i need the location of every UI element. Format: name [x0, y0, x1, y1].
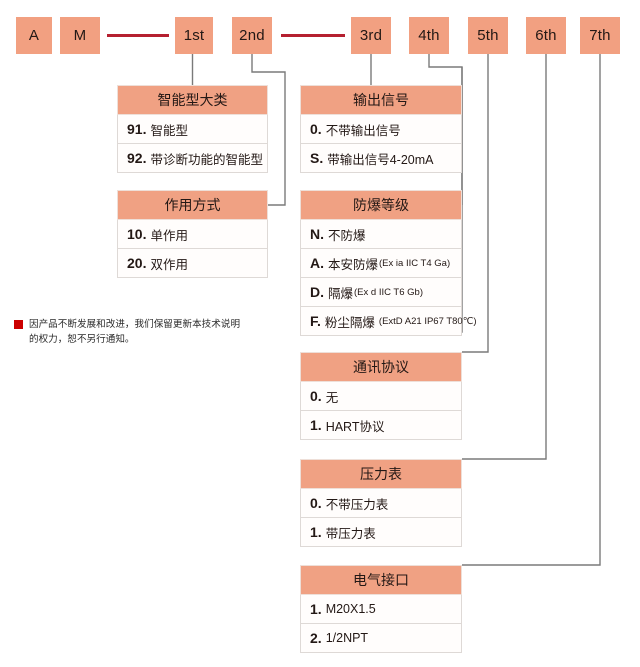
row-value: 无: [325, 390, 339, 405]
table-header-intelligent-category: 智能型大类: [117, 85, 268, 115]
row-key: 2.: [310, 630, 322, 646]
separator-dash-2: [281, 34, 345, 37]
row-key: 10.: [127, 226, 147, 242]
table-row[interactable]: S.带输出信号4-20mA: [300, 144, 462, 173]
table-row[interactable]: A. 本安防爆(Ex ia IIC T4 Ga): [300, 249, 462, 278]
code-box-1st[interactable]: 1st: [175, 17, 213, 54]
table-row[interactable]: 0.不带输出信号: [300, 115, 462, 144]
row-key: S.: [310, 150, 324, 166]
wire-2nd: [251, 54, 286, 206]
row-value: 不带输出信号: [325, 123, 401, 138]
row-value: 单作用: [150, 228, 188, 243]
row-value: 隔爆: [328, 286, 354, 301]
table-row[interactable]: 0.无: [300, 382, 462, 411]
row-value: M20X1.5: [325, 602, 376, 616]
row-key: 1.: [310, 417, 322, 433]
code-box-2nd[interactable]: 2nd: [232, 17, 272, 54]
table-header-output-signal: 输出信号: [300, 85, 462, 115]
row-key: D.: [310, 284, 324, 300]
code-box-5th[interactable]: 5th: [468, 17, 508, 54]
code-box-a[interactable]: A: [16, 17, 52, 54]
table-row[interactable]: 10.单作用: [117, 220, 268, 249]
table-row[interactable]: 91.智能型: [117, 115, 268, 144]
bullet-square-icon: [14, 320, 23, 329]
row-key: 1.: [310, 601, 322, 617]
row-key: 92.: [127, 150, 147, 166]
table-header-pressure-gauge: 压力表: [300, 459, 462, 489]
code-box-3rd[interactable]: 3rd: [351, 17, 391, 54]
row-value: 本安防爆: [328, 257, 379, 272]
row-note: (Ex d IIC T6 Gb): [354, 286, 423, 298]
footnote-line-2: 的权力，恕不另行通知。: [29, 333, 135, 345]
row-key: F.: [310, 313, 321, 329]
row-value: 1/2NPT: [325, 631, 369, 645]
row-note: (Ex ia IIC T4 Ga): [379, 257, 451, 269]
row-value: 不带压力表: [325, 497, 389, 512]
footnote-text: 因产品不断发展和改进，我们保留更新本技术说明 的权力，恕不另行通知。: [29, 318, 240, 348]
table-row[interactable]: 2.1/2NPT: [300, 624, 462, 653]
wire-5th: [462, 54, 489, 353]
table-row[interactable]: N. 不防爆: [300, 220, 462, 249]
row-value: 智能型: [150, 123, 188, 138]
row-value: 带诊断功能的智能型: [150, 152, 263, 167]
row-value: HART协议: [325, 419, 385, 434]
table-row[interactable]: 20.双作用: [117, 249, 268, 278]
row-key: A.: [310, 255, 324, 271]
row-value: 不防爆: [328, 228, 366, 243]
row-key: 0.: [310, 121, 322, 137]
row-value: 双作用: [150, 257, 188, 272]
wire-6th: [462, 54, 547, 460]
table-row[interactable]: D. 隔爆(Ex d IIC T6 Gb): [300, 278, 462, 307]
row-key: 91.: [127, 121, 147, 137]
row-note: (ExtD A21 IP67 T80℃): [378, 315, 477, 327]
table-header-action-mode: 作用方式: [117, 190, 268, 220]
row-value: 粉尘隔爆: [324, 315, 375, 330]
row-value: 带压力表: [325, 526, 376, 541]
row-key: 1.: [310, 524, 322, 540]
row-key: 0.: [310, 388, 322, 404]
table-row[interactable]: 0.不带压力表: [300, 489, 462, 518]
footnote-line-1: 因产品不断发展和改进，我们保留更新本技术说明: [29, 319, 241, 330]
row-key: N.: [310, 226, 324, 242]
row-value: 带输出信号4-20mA: [327, 152, 434, 167]
separator-dash-1: [107, 34, 169, 37]
table-row[interactable]: 92.带诊断功能的智能型: [117, 144, 268, 173]
row-key: 0.: [310, 495, 322, 511]
footnote: 因产品不断发展和改进，我们保留更新本技术说明 的权力，恕不另行通知。: [14, 318, 249, 348]
table-row[interactable]: 1.HART协议: [300, 411, 462, 440]
table-row[interactable]: F.粉尘隔爆(ExtD A21 IP67 T80℃): [300, 307, 477, 336]
table-header-electrical-interface: 电气接口: [300, 565, 462, 595]
table-row[interactable]: 1.带压力表: [300, 518, 462, 547]
code-box-6th[interactable]: 6th: [526, 17, 566, 54]
table-header-explosion-proof-grade: 防爆等级: [300, 190, 462, 220]
code-box-7th[interactable]: 7th: [580, 17, 620, 54]
code-box-4th[interactable]: 4th: [409, 17, 449, 54]
row-key: 20.: [127, 255, 147, 271]
table-header-communication-protocol: 通讯协议: [300, 352, 462, 382]
table-row[interactable]: 1.M20X1.5: [300, 595, 462, 624]
wire-7th: [462, 54, 601, 566]
table-explosion-proof-grade: 防爆等级 N. 不防爆 A. 本安防爆(Ex ia IIC T4 Ga) D. 隔爆(Ex …: [300, 190, 477, 336]
code-box-m[interactable]: M: [60, 17, 100, 54]
